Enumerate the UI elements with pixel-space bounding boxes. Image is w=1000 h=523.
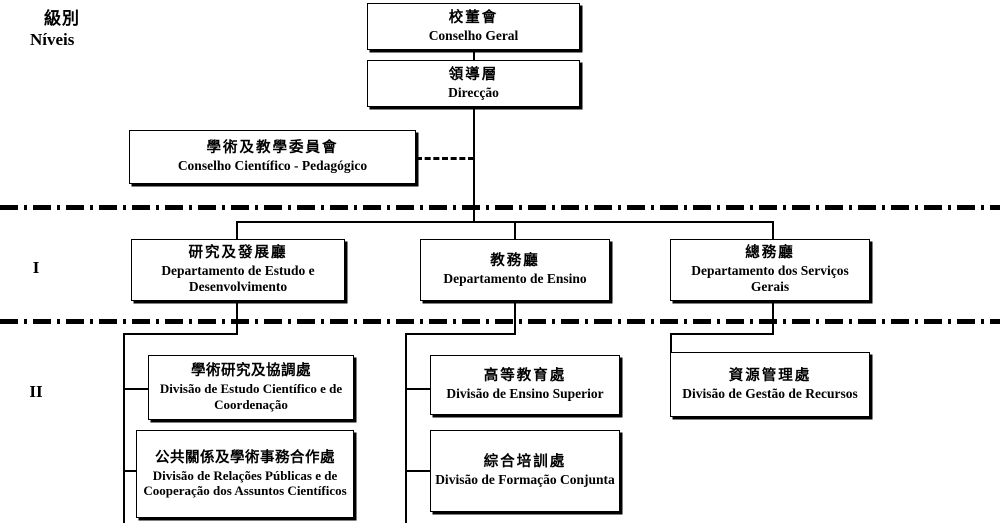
node-departamento-servicos-gerais[interactable]: 總務廳 Departamento dos Serviços Gerais bbox=[670, 239, 870, 301]
node-dept-estudo-pt: Departamento de Estudo e Desenvolvimento bbox=[161, 262, 315, 295]
node-conselho-cientifico-cn: 學術及教學委員會 bbox=[206, 140, 339, 157]
separator-level-2 bbox=[0, 319, 1000, 324]
node-div-formacao-cn: 綜合培訓處 bbox=[483, 454, 567, 471]
node-dept-estudo-cn: 研究及發展廳 bbox=[188, 245, 288, 262]
node-divisao-relacoes-publicas[interactable]: 公共關係及學術事務合作處 Divisão de Relações Pública… bbox=[136, 430, 354, 518]
node-dept-servicos-pt: Departamento dos Serviços Gerais bbox=[691, 262, 849, 295]
levels-caption-cn: 級別 bbox=[44, 9, 80, 28]
connector-dept-study-drop bbox=[236, 301, 238, 334]
node-conselho-geral-cn: 校董會 bbox=[448, 9, 499, 26]
connector-bus-to-dept-study bbox=[236, 221, 238, 239]
node-div-formacao-pt: Divisão de Formação Conjunta bbox=[435, 472, 615, 488]
node-div-estudo-pt: Divisão de Estudo Científico e de Coorde… bbox=[159, 381, 343, 412]
connector-middle-rail bbox=[405, 333, 407, 523]
node-departamento-ensino[interactable]: 教務廳 Departamento de Ensino bbox=[420, 239, 610, 301]
levels-caption-pt: Níveis bbox=[30, 30, 75, 50]
connector-bus-to-dept-general bbox=[772, 221, 774, 239]
node-conselho-geral-pt: Conselho Geral bbox=[428, 27, 519, 43]
level-numeral-2: II bbox=[29, 382, 43, 401]
connector-dept-general-drop bbox=[772, 301, 774, 334]
connector-level1-bus bbox=[237, 221, 774, 223]
node-direccao-pt: Direcção bbox=[448, 84, 499, 100]
connector-board-to-direction bbox=[473, 50, 475, 60]
node-dept-ensino-pt: Departamento de Ensino bbox=[443, 271, 587, 287]
connector-direction-spine bbox=[473, 107, 475, 222]
connector-right-rail bbox=[670, 333, 672, 355]
connector-dept-teaching-drop bbox=[514, 301, 516, 334]
connector-bus-to-dept-teaching bbox=[514, 221, 516, 239]
connector-dept-general-turn bbox=[670, 333, 774, 335]
node-dept-servicos-cn: 總務廳 bbox=[745, 245, 795, 262]
node-divisao-estudo-cientifico[interactable]: 學術研究及協調處 Divisão de Estudo Científico e … bbox=[148, 355, 354, 420]
node-conselho-cientifico-pt: Conselho Científico - Pedagógico bbox=[177, 158, 368, 174]
node-divisao-formacao-conjunta[interactable]: 綜合培訓處 Divisão de Formação Conjunta bbox=[430, 430, 620, 512]
connector-left-stub-1 bbox=[123, 388, 149, 390]
connector-dept-teaching-turn bbox=[405, 333, 516, 335]
node-div-ensino-sup-pt: Divisão de Ensino Superior bbox=[446, 386, 604, 402]
connector-left-rail bbox=[123, 333, 125, 523]
node-div-relacoes-pt: Divisão de Relações Públicas e de Cooper… bbox=[143, 467, 347, 499]
node-conselho-geral[interactable]: 校董會 Conselho Geral bbox=[367, 3, 580, 50]
node-div-recursos-cn: 資源管理處 bbox=[728, 367, 812, 384]
node-div-recursos-pt: Divisão de Gestão de Recursos bbox=[682, 385, 858, 401]
node-dept-ensino-cn: 教務廳 bbox=[490, 253, 540, 270]
separator-level-1 bbox=[0, 205, 1000, 210]
connector-middle-stub-2 bbox=[405, 470, 431, 472]
levels-caption: 級別 Níveis bbox=[30, 8, 160, 51]
level-numeral-1: I bbox=[32, 258, 40, 277]
node-div-estudo-cn: 學術研究及協調處 bbox=[191, 363, 311, 380]
node-conselho-cientifico-pedagogico[interactable]: 學術及教學委員會 Conselho Científico - Pedagógic… bbox=[129, 130, 416, 184]
connector-dept-study-turn bbox=[123, 333, 238, 335]
connector-middle-stub-1 bbox=[405, 388, 431, 390]
node-divisao-gestao-recursos[interactable]: 資源管理處 Divisão de Gestão de Recursos bbox=[670, 352, 870, 417]
node-divisao-ensino-superior[interactable]: 高等教育處 Divisão de Ensino Superior bbox=[430, 355, 620, 415]
node-direccao[interactable]: 領導層 Direcção bbox=[367, 60, 580, 107]
node-departamento-estudo-desenvolvimento[interactable]: 研究及發展廳 Departamento de Estudo e Desenvol… bbox=[131, 239, 345, 301]
connector-scientific-council-dashed bbox=[416, 157, 474, 160]
node-div-relacoes-cn: 公共關係及學術事務合作處 bbox=[155, 449, 335, 466]
node-direccao-cn: 領導層 bbox=[448, 66, 499, 83]
node-div-ensino-sup-cn: 高等教育處 bbox=[483, 368, 567, 385]
